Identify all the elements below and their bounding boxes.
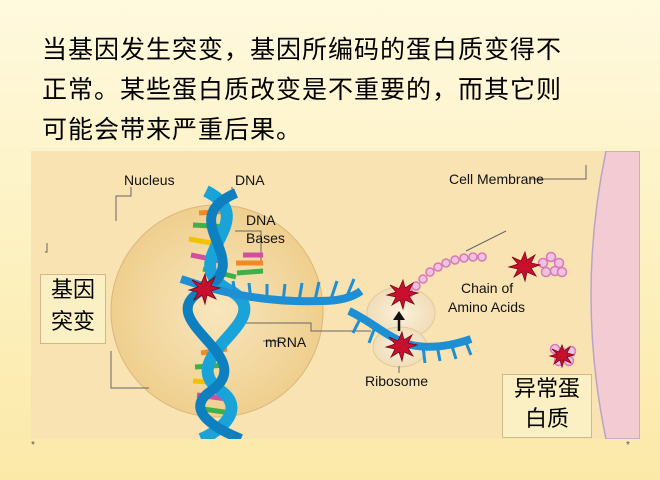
- slide-text: 当基因发生突变，基因所编码的蛋白质变得不 正常。某些蛋白质改变是不重要的，而其它…: [42, 30, 642, 150]
- cell-membrane: [590, 151, 640, 439]
- mutation-label-line-2: 突变: [50, 310, 95, 335]
- text-line-3: 可能会带来严重后果。: [42, 115, 303, 144]
- dna-helix: [182, 185, 251, 439]
- mutation-icon: [385, 278, 420, 311]
- mutation-icon: [548, 343, 576, 369]
- leader-lines: [45, 165, 587, 389]
- label-nucleus: Nucleus: [124, 172, 175, 188]
- left-mark: *: [31, 440, 35, 451]
- ribosome-arrow-head: [393, 311, 405, 320]
- mutation-icon: [384, 330, 419, 363]
- figure-canvas: Nucleus DNA DNA Bases mRNA Cell Membrane…: [31, 151, 640, 439]
- abnormal-label-line-1: 异常蛋: [513, 377, 580, 402]
- abnormal-label-line-2: 白质: [524, 407, 569, 432]
- text-line-2: 正常。某些蛋白质改变是不重要的，而其它则: [42, 75, 563, 104]
- abnormal-protein-box: 异常蛋 白质: [502, 374, 592, 438]
- mutation-label-line-1: 基因: [50, 278, 95, 303]
- label-mrna: mRNA: [265, 334, 307, 350]
- label-dna-bases-1: DNA: [246, 212, 276, 228]
- label-dna: DNA: [235, 172, 265, 188]
- mutation-marks: [187, 250, 576, 369]
- label-chain-of: Chain of: [461, 280, 513, 296]
- label-cell-membrane: Cell Membrane: [449, 171, 544, 187]
- dna-bases: [236, 252, 264, 276]
- text-line-1: 当基因发生突变，基因所编码的蛋白质变得不: [42, 35, 563, 64]
- label-ribosome: Ribosome: [365, 373, 428, 389]
- gene-mutation-figure: Nucleus DNA DNA Bases mRNA Cell Membrane…: [31, 151, 640, 439]
- mutation-icon: [187, 272, 222, 306]
- label-dna-bases-2: Bases: [246, 230, 285, 246]
- right-mark: *: [626, 440, 630, 451]
- mutation-icon: [507, 250, 542, 283]
- mutation-label-box: 基因 突变: [40, 274, 106, 344]
- label-amino-acids: Amino Acids: [448, 299, 525, 315]
